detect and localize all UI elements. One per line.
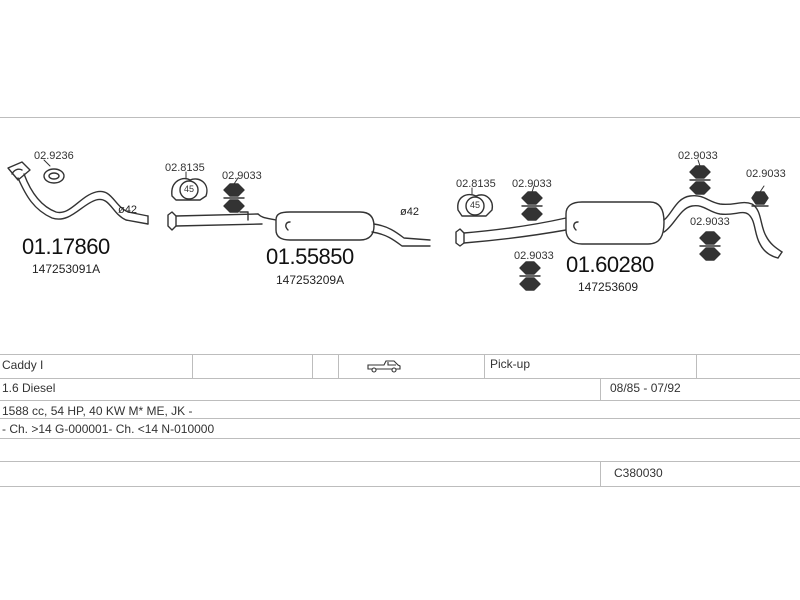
oe-number-3: 147253609 (578, 280, 639, 294)
accessory-label-02-9033-a: 02.9033 (222, 170, 262, 182)
engine: 1.6 Diesel (2, 381, 56, 395)
table-line (0, 400, 800, 401)
hanger-02-9033-b (521, 191, 543, 221)
accessory-label-02-9033-c: 02.9033 (514, 250, 554, 262)
table-line (0, 354, 800, 355)
gasket-02-9236 (43, 168, 65, 184)
exhaust-diagram: 02.9236 02.8135 02.9033 02.8135 02.9033 … (7, 150, 786, 294)
accessory-label-02-8135-right: 02.8135 (456, 178, 496, 190)
clamp-size-left: 45 (184, 184, 195, 194)
hanger-02-9033-e (751, 191, 769, 207)
accessory-label-02-9033-b: 02.9033 (512, 178, 552, 190)
table-line (0, 378, 800, 379)
hanger-02-9033-c (519, 261, 541, 291)
catalog-code: C380030 (614, 466, 663, 480)
vehicle-model: Caddy I (2, 358, 44, 372)
table-line (0, 438, 800, 439)
accessory-label-02-9033-f: 02.9033 (690, 216, 730, 228)
table-divider (312, 354, 313, 378)
clamp-02-8135-left (171, 177, 208, 201)
accessory-label-02-9033-d: 02.9033 (678, 150, 718, 162)
accessory-label-02-9236: 02.9236 (34, 150, 74, 162)
table-divider (338, 354, 339, 378)
hanger-02-9033-a (223, 183, 245, 213)
diagram-top-border (0, 117, 800, 118)
table-divider (600, 461, 601, 486)
hanger-02-9033-f (699, 231, 721, 261)
part-number-1: 01.17860 (22, 234, 110, 259)
exhaust-diagram-drawing (7, 159, 783, 291)
table-line (0, 418, 800, 419)
table-line (0, 486, 800, 487)
diameter-label-2: ø42 (400, 206, 419, 218)
part-number-2: 01.55850 (266, 244, 354, 269)
diameter-label-1: ø42 (118, 204, 137, 216)
accessory-label-02-9033-e: 02.9033 (746, 168, 786, 180)
table-line (0, 461, 800, 462)
oe-number-2: 147253209A (276, 273, 345, 287)
clamp-size-right: 45 (470, 200, 481, 210)
front-pipe-01-17860 (7, 161, 149, 225)
table-divider (696, 354, 697, 378)
part-number-3: 01.60280 (566, 252, 654, 277)
pickup-truck-icon (366, 358, 402, 379)
body-type: Pick-up (490, 357, 531, 371)
middle-silencer-01-55850 (167, 211, 431, 247)
chassis-range: - Ch. >14 G-000001- Ch. <14 N-010000 (2, 422, 215, 436)
table-divider (600, 378, 601, 400)
rear-silencer-01-60280 (455, 194, 783, 259)
table-divider (192, 354, 193, 378)
clamp-02-8135-right (457, 193, 493, 217)
hanger-02-9033-d (689, 165, 711, 195)
oe-number-1: 147253091A (32, 262, 101, 276)
engine-specs: 1588 cc, 54 HP, 40 KW M* ME, JK - (2, 404, 193, 418)
table-divider (484, 354, 485, 378)
production-years: 08/85 - 07/92 (610, 381, 681, 395)
accessory-label-02-8135-left: 02.8135 (165, 162, 205, 174)
